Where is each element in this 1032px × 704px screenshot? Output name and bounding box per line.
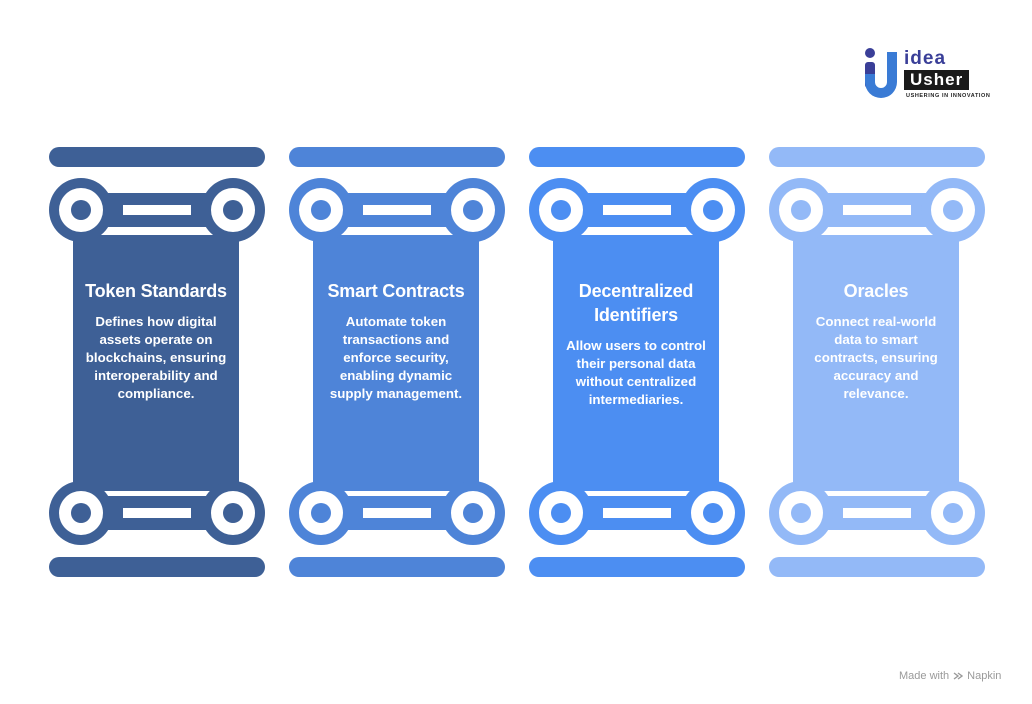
pillar-top-capital bbox=[289, 178, 505, 242]
pillar-graphic bbox=[49, 147, 265, 577]
pillar-top-slab bbox=[289, 147, 505, 167]
pillar-description: Connect real-world data to smart contrac… bbox=[814, 314, 938, 401]
logo-word-usher: Usher bbox=[904, 70, 970, 90]
made-with-napkin-watermark[interactable]: Made with Napkin bbox=[899, 670, 1001, 682]
pillar-bottom-slab bbox=[529, 557, 745, 577]
pillar-title: Oracles bbox=[843, 281, 909, 301]
pillar-shaft bbox=[793, 235, 959, 491]
watermark-prefix: Made with bbox=[899, 670, 950, 682]
pillar-bottom-capital bbox=[529, 481, 745, 545]
pillar-title: Smart Contracts bbox=[327, 281, 465, 301]
pillar-bottom-slab bbox=[49, 557, 265, 577]
napkin-icon bbox=[953, 672, 964, 680]
logo-tagline: USHERING IN INNOVATION bbox=[906, 93, 991, 99]
pillar-graphic bbox=[289, 147, 505, 577]
pillar-bottom-slab bbox=[289, 557, 505, 577]
pillar-graphic bbox=[529, 147, 745, 577]
pillar-top-slab bbox=[769, 147, 985, 167]
pillar-top-slab bbox=[529, 147, 745, 167]
pillar-bottom-capital bbox=[289, 481, 505, 545]
pillar-top-capital bbox=[769, 178, 985, 242]
pillar-title: Token Standards bbox=[85, 281, 227, 301]
pillar-top-slab bbox=[49, 147, 265, 167]
pillar-title: Decentralized Identifiers bbox=[578, 281, 694, 325]
pillar-bottom-capital bbox=[49, 481, 265, 545]
pillar-description: Defines how digital assets operate on bl… bbox=[85, 314, 227, 401]
pillar-top-capital bbox=[49, 178, 265, 242]
pillar-shaft bbox=[553, 235, 719, 491]
pillar-graphic bbox=[769, 147, 985, 577]
pillar-description: Allow users to control their personal da… bbox=[566, 338, 706, 407]
pillar-bottom-slab bbox=[769, 557, 985, 577]
watermark-tool: Napkin bbox=[967, 670, 1002, 682]
pillar-bottom-capital bbox=[769, 481, 985, 545]
pillar-description: Automate token transactions and enforce … bbox=[329, 314, 463, 401]
logo-word-idea: idea bbox=[904, 48, 947, 69]
logo: idea Usher USHERING IN INNOVATION bbox=[860, 44, 1000, 106]
idea-usher-logo-mark bbox=[865, 48, 897, 98]
pillar-shaft bbox=[313, 235, 479, 491]
pillar-top-capital bbox=[529, 178, 745, 242]
pillar-shaft bbox=[73, 235, 239, 491]
